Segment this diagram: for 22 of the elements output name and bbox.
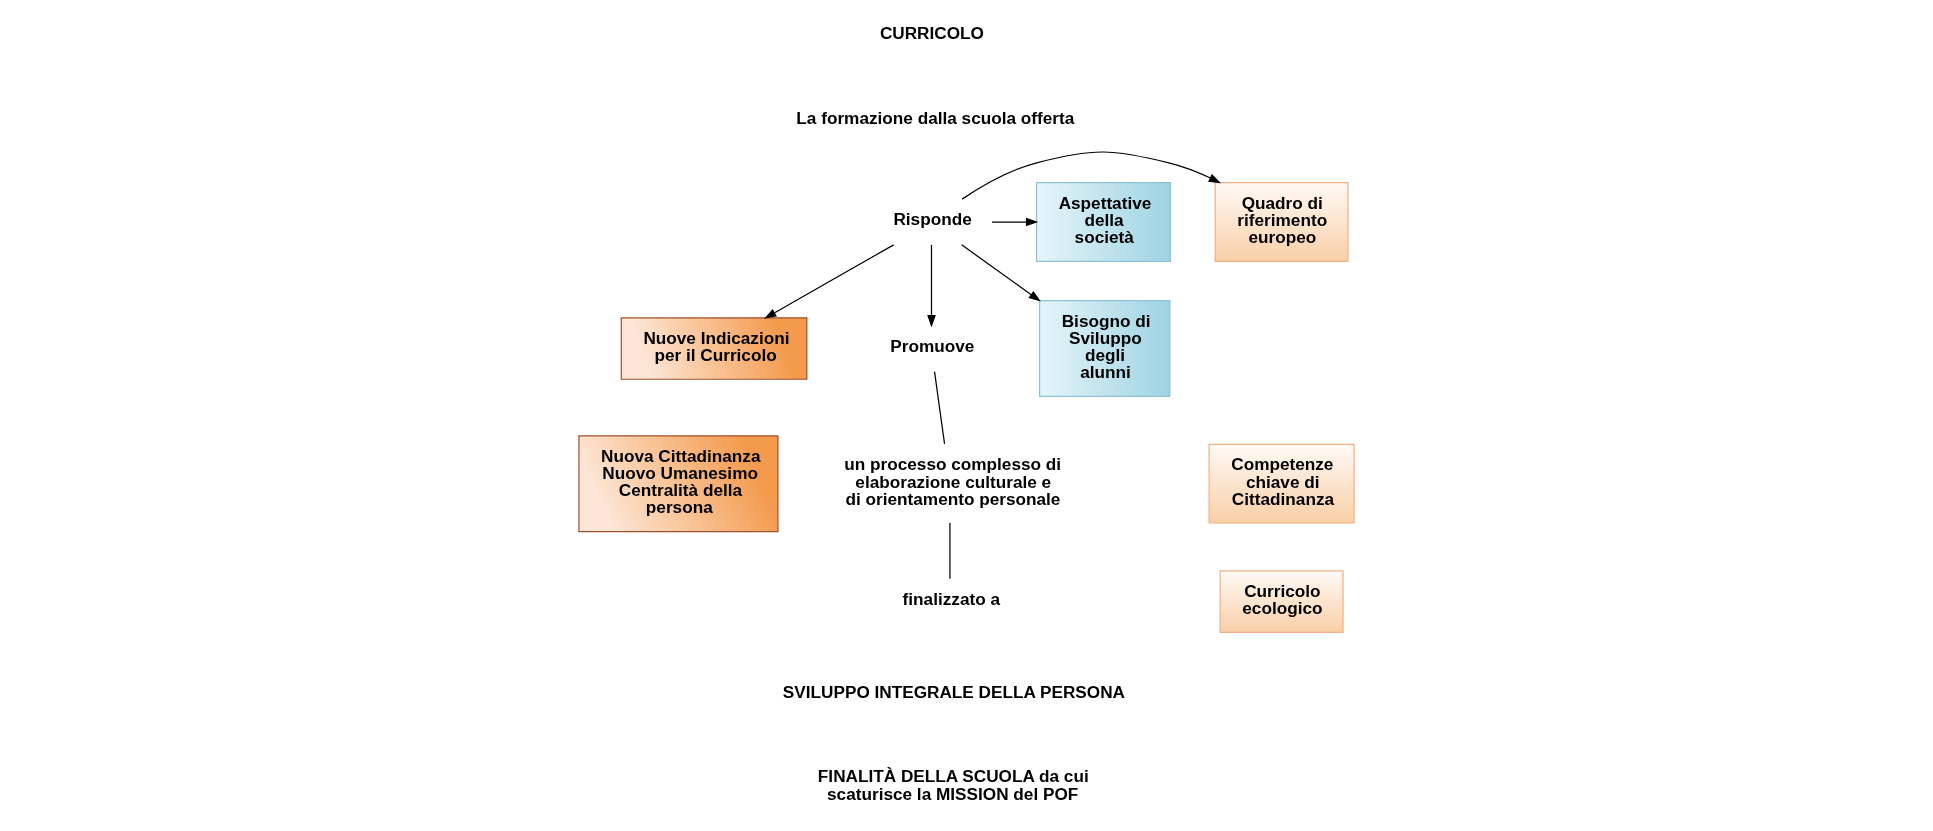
node-box: Aspettative della società xyxy=(1035,182,1172,262)
connector xyxy=(949,522,951,580)
node-text: Risponde xyxy=(893,209,972,230)
node-box: Bisogno di Sviluppo degli alunni xyxy=(1038,300,1171,398)
label: La formazione dalla scuola offerta xyxy=(796,107,1075,128)
arrow xyxy=(927,244,936,328)
label: SVILUPPO INTEGRALE DELLA PERSONA xyxy=(782,681,1126,702)
node-text: Promuove xyxy=(890,335,975,356)
node-box: Quadro di riferimento europeo xyxy=(1214,182,1349,262)
node-text: finalizzato a xyxy=(902,588,1001,609)
label: FINALITÀ DELLA SCUOLA da cui scaturisce la MISSION del POF xyxy=(817,766,1089,804)
arrow xyxy=(764,244,895,319)
node-text: un processo complesso di elaborazione culturale e di orientamento personale xyxy=(844,454,1062,509)
arrow xyxy=(961,244,1041,302)
arrow xyxy=(961,151,1221,200)
node-box: Nuove Indicazioni per il Curricolo xyxy=(620,317,808,380)
label: CURRICOLO xyxy=(879,23,984,44)
node-box: Curricolo ecologico xyxy=(1219,570,1344,633)
node-box: Nuova Cittadinanza Nuovo Umanesimo Centralità della persona xyxy=(578,435,779,533)
arrow xyxy=(991,217,1039,227)
node-box: Competenze chiave di Cittadinanza xyxy=(1208,443,1355,524)
connector xyxy=(933,371,946,445)
